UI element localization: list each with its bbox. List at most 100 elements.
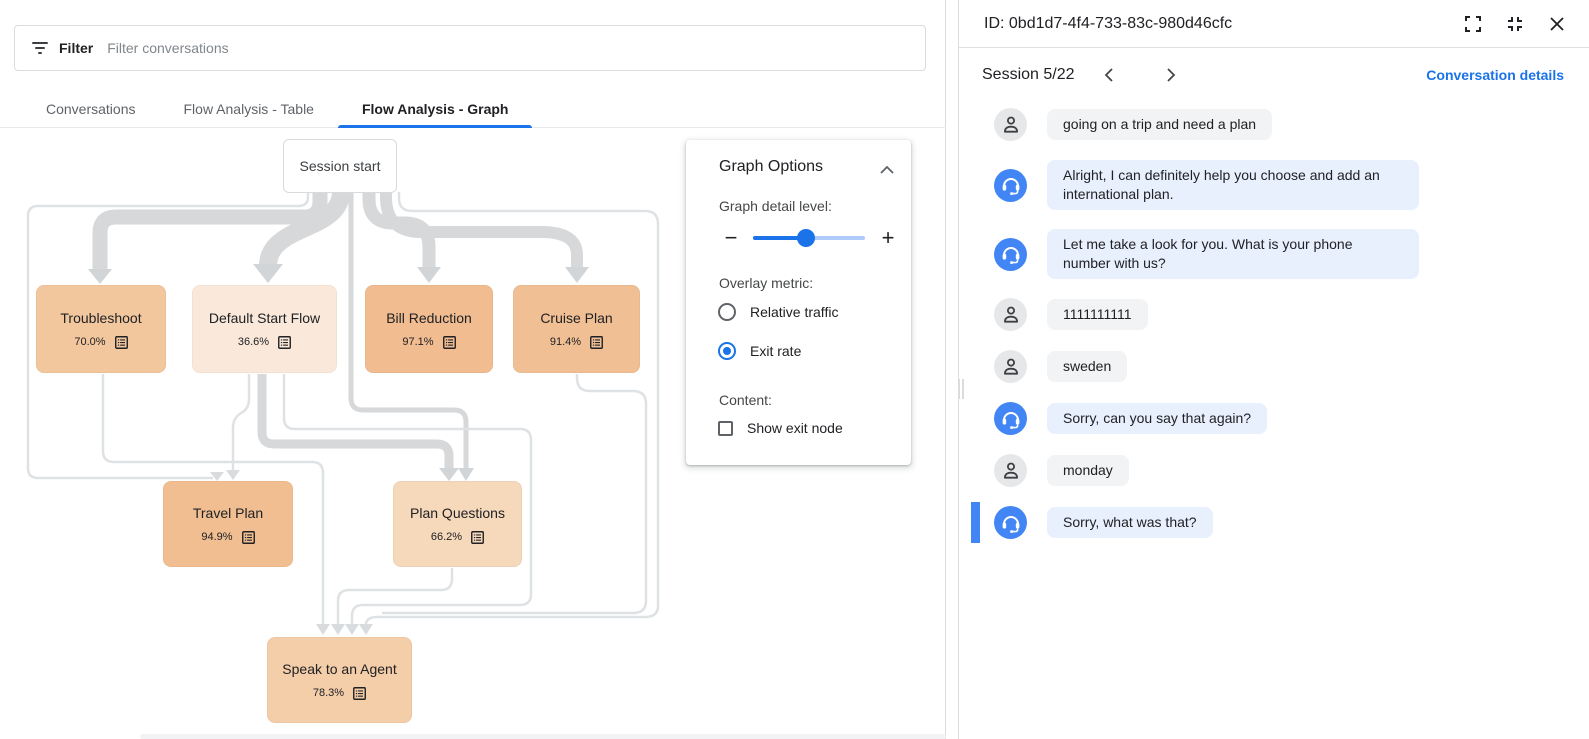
user-avatar [994, 454, 1027, 487]
radio-icon[interactable] [718, 303, 736, 321]
radio-exit-rate[interactable]: Exit rate [718, 342, 801, 360]
message-list[interactable]: going on a trip and need a plan Alright,… [959, 101, 1589, 739]
message-bubble: Sorry, can you say that again? [1047, 403, 1268, 434]
detail-level-slider-row: − + [719, 224, 900, 252]
next-session-button[interactable] [1160, 63, 1184, 87]
detail-level-slider[interactable] [753, 229, 865, 247]
node-details-icon[interactable] [115, 336, 128, 349]
radio-selected-icon[interactable] [718, 342, 736, 360]
session-counter: Session 5/22 [982, 65, 1075, 83]
flow-node-session-start[interactable]: Session start [283, 139, 397, 193]
tab-conversations[interactable]: Conversations [46, 100, 136, 117]
message-row-highlighted: Sorry, what was that? [971, 502, 1569, 543]
agent-avatar [994, 237, 1027, 271]
detail-decrease-button[interactable]: − [719, 226, 743, 250]
radio-relative-traffic[interactable]: Relative traffic [718, 303, 838, 321]
flow-node-default-start-flow[interactable]: Default Start Flow 36.6% [192, 285, 337, 373]
checkbox-label: Show exit node [747, 420, 843, 436]
tab-bar: Conversations Flow Analysis - Table Flow… [0, 90, 946, 128]
user-avatar [994, 108, 1027, 141]
exit-fullscreen-button[interactable] [1503, 12, 1527, 36]
flow-node-bill-reduction[interactable]: Bill Reduction 97.1% [365, 285, 493, 373]
minus-icon: − [724, 225, 738, 250]
fullscreen-exit-icon [1508, 16, 1522, 31]
flow-node-travel-plan[interactable]: Travel Plan 94.9% [163, 481, 293, 567]
content-label: Content: [719, 392, 772, 408]
message-row: sweden [994, 350, 1569, 383]
flow-graph-canvas[interactable]: Session start Troubleshoot 70.0% Default… [0, 128, 946, 739]
plus-icon: + [881, 225, 895, 250]
flow-analysis-panel: Filter Filter conversations Conversation… [0, 0, 946, 739]
conversation-details-link[interactable]: Conversation details [1426, 66, 1564, 83]
message-row: Let me take a look for you. What is your… [994, 229, 1569, 279]
graph-options-panel: Graph Options Graph detail level: − + Ov… [686, 140, 911, 465]
node-label: Bill Reduction [386, 309, 472, 326]
collapse-panel-button[interactable] [875, 158, 899, 182]
headset-icon [999, 242, 1023, 266]
headset-icon [999, 173, 1023, 197]
chevron-right-icon [1167, 67, 1176, 82]
message-row: Sorry, can you say that again? [994, 402, 1569, 435]
node-details-icon[interactable] [590, 336, 603, 349]
detail-increase-button[interactable]: + [876, 226, 900, 250]
flow-node-plan-questions[interactable]: Plan Questions 66.2% [393, 481, 522, 567]
message-bubble: going on a trip and need a plan [1047, 109, 1273, 140]
message-bubble: monday [1047, 455, 1129, 486]
previous-session-button[interactable] [1097, 63, 1121, 87]
flow-node-troubleshoot[interactable]: Troubleshoot 70.0% [36, 285, 166, 373]
person-icon [999, 355, 1023, 379]
message-bubble: Sorry, what was that? [1047, 507, 1213, 538]
checkbox-icon[interactable] [718, 420, 733, 436]
chevron-left-icon [1104, 67, 1113, 82]
node-details-icon[interactable] [443, 336, 456, 349]
node-details-icon[interactable] [353, 687, 366, 700]
tab-flow-analysis-table[interactable]: Flow Analysis - Table [183, 100, 314, 117]
person-icon [999, 303, 1023, 327]
node-details-icon[interactable] [242, 531, 255, 544]
flow-edges [26, 190, 660, 635]
filter-conversations-input[interactable]: Filter Filter conversations [14, 25, 926, 71]
session-nav-row: Session 5/22 Conversation details [959, 48, 1589, 101]
agent-avatar [994, 506, 1027, 539]
headset-icon [999, 407, 1023, 431]
node-details-icon[interactable] [471, 531, 484, 544]
node-label: Speak to an Agent [282, 660, 397, 677]
node-label: Cruise Plan [540, 309, 613, 326]
graph-options-title: Graph Options [719, 158, 824, 175]
agent-avatar [994, 402, 1027, 435]
node-label: Troubleshoot [60, 309, 142, 326]
user-avatar [994, 350, 1027, 383]
checkbox-show-exit-node[interactable]: Show exit node [718, 420, 843, 436]
close-panel-button[interactable] [1545, 12, 1569, 36]
close-icon [1550, 16, 1564, 31]
node-exit-rate: 97.1% [402, 336, 434, 348]
flow-node-speak-to-an-agent[interactable]: Speak to an Agent 78.3% [267, 637, 412, 723]
flow-node-cruise-plan[interactable]: Cruise Plan 91.4% [513, 285, 640, 373]
conversation-panel: ID: 0bd1d7-4f4-733-83c-980d46cfc Session… [958, 0, 1589, 739]
slider-thumb[interactable] [796, 229, 815, 247]
message-row: going on a trip and need a plan [994, 108, 1569, 141]
person-icon [999, 459, 1023, 483]
tab-flow-analysis-graph[interactable]: Flow Analysis - Graph [337, 90, 533, 128]
node-label: Default Start Flow [208, 309, 321, 326]
panel-resize-handle[interactable] [958, 379, 966, 399]
conversation-header: ID: 0bd1d7-4f4-733-83c-980d46cfc [959, 0, 1589, 48]
node-exit-rate: 78.3% [312, 687, 345, 699]
person-icon [999, 113, 1023, 137]
node-details-icon[interactable] [278, 336, 291, 349]
detail-level-label: Graph detail level: [719, 198, 832, 214]
overlay-metric-label: Overlay metric: [719, 275, 814, 291]
radio-label: Exit rate [750, 343, 802, 359]
slider-fill [753, 229, 815, 247]
user-avatar [994, 298, 1027, 331]
message-bubble: 1111111111 [1047, 299, 1148, 330]
message-bubble: sweden [1047, 351, 1128, 382]
fullscreen-icon [1465, 15, 1481, 32]
horizontal-scrollbar[interactable] [140, 734, 946, 739]
node-exit-rate: 70.0% [74, 336, 106, 348]
filter-placeholder: Filter conversations [107, 40, 229, 56]
node-label: Plan Questions [410, 504, 505, 521]
fullscreen-button[interactable] [1461, 12, 1485, 36]
node-exit-rate: 91.4% [549, 336, 582, 348]
